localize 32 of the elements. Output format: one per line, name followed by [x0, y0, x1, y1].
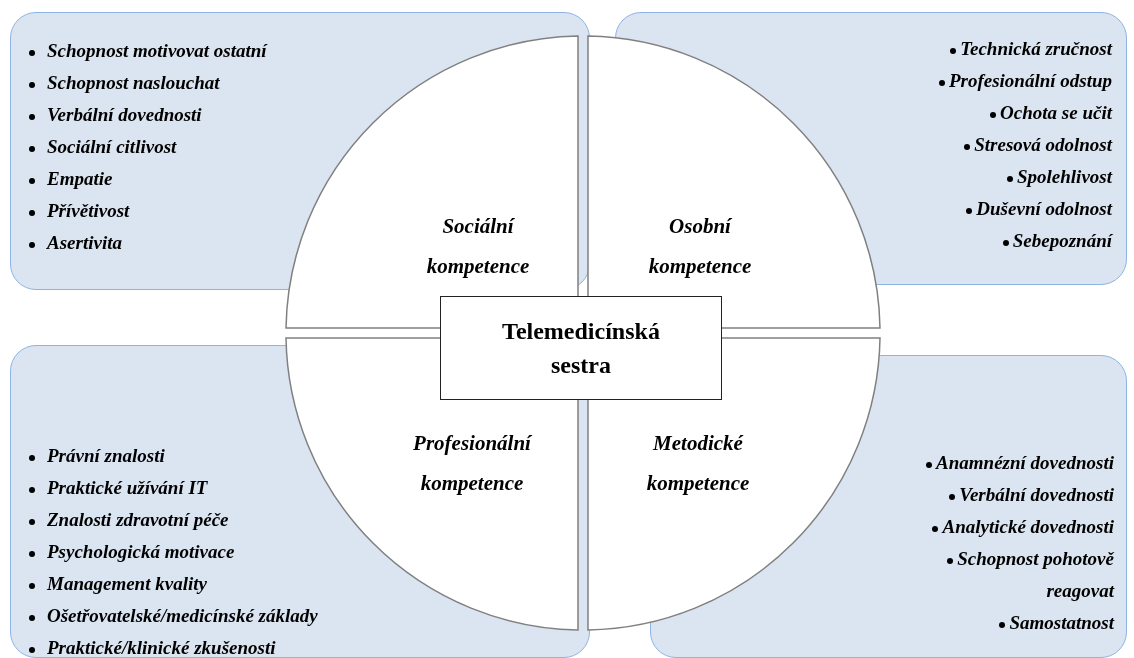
list-item: Duševní odolnost	[976, 198, 1112, 219]
list-item: Praktické/klinické zkušenosti	[47, 637, 276, 658]
list-item: Anamnézní dovednosti	[936, 452, 1114, 473]
list-item: Znalosti zdravotní péče	[47, 509, 229, 530]
list-item: Psychologická motivace	[47, 541, 235, 562]
list-item: Profesionální odstup	[948, 70, 1112, 91]
center-label: Telemedicínská sestra	[501, 317, 661, 380]
list-item: Právní znalosti	[47, 445, 165, 466]
quadrant-label: Sociální kompetence	[425, 213, 531, 280]
list-item: Verbální dovednosti	[959, 484, 1114, 505]
list-item: Verbální dovednosti	[47, 104, 202, 125]
list-item: Přívětivost	[47, 200, 130, 221]
quadrant-label: Profesionální kompetence	[412, 430, 533, 497]
quadrant-label: Osobní kompetence	[647, 213, 753, 280]
list-item: Samostatnost	[1009, 612, 1114, 633]
list-item: Ochota se učit	[1000, 102, 1112, 123]
list-item: Empatie	[47, 168, 113, 189]
quadrant-label: Metodické kompetence	[645, 430, 751, 497]
list-item: Technická zručnost	[960, 38, 1112, 59]
list-item: Analytické dovednosti	[942, 516, 1114, 537]
list-item: Praktické užívání IT	[47, 477, 208, 498]
list-item: Ošetřovatelské/medicínské základy	[47, 605, 318, 626]
list-item: Management kvality	[47, 573, 207, 594]
list-item: Sebepoznání	[1012, 230, 1112, 251]
list-item: Sociální citlivost	[47, 136, 177, 157]
list-item: Schopnost pohotově reagovat	[957, 548, 1114, 601]
list-item: Spolehlivost	[1017, 166, 1112, 187]
list-item: Schopnost motivovat ostatní	[47, 40, 267, 61]
list-item: Asertivita	[47, 232, 122, 253]
list-item: Stresová odolnost	[974, 134, 1112, 155]
list-item: Schopnost naslouchat	[47, 72, 220, 93]
center-box	[440, 296, 722, 400]
